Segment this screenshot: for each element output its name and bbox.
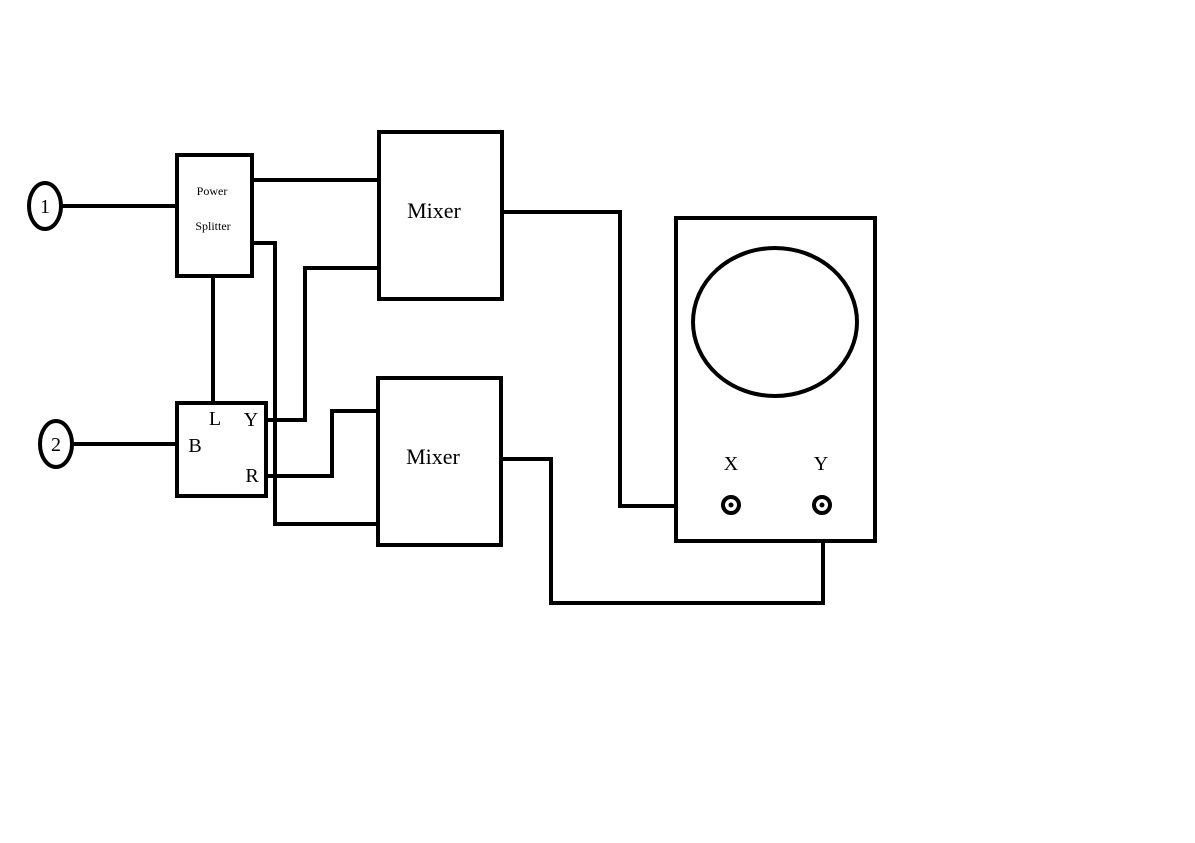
scope-x-connector <box>721 495 741 515</box>
scope-y-label: Y <box>814 453 828 475</box>
oscilloscope-screen <box>691 246 859 398</box>
hybrid-port-l-label: L <box>209 408 221 430</box>
wire-hybrid-y-to-top-mixer <box>264 266 383 422</box>
input-1-label: 1 <box>40 196 50 218</box>
mixer-top: Mixer <box>377 130 504 301</box>
input-terminal-2: 2 <box>38 419 74 469</box>
power-splitter-label-line1: Power <box>197 184 228 198</box>
wire-hybrid-r-to-bottom-mixer <box>264 409 384 478</box>
mixer-top-label: Mixer <box>407 198 461 223</box>
power-splitter-label-line2: Splitter <box>195 219 230 233</box>
wire-bottom-mixer-to-scope-y <box>500 457 825 605</box>
scope-x-label: X <box>724 453 739 475</box>
hybrid-coupler: B L Y R <box>175 401 268 498</box>
mixer-bottom: Mixer <box>376 376 503 547</box>
hybrid-port-y-label: Y <box>244 409 258 431</box>
scope-y-connector <box>812 495 832 515</box>
hybrid-port-r-label: R <box>245 465 259 487</box>
power-splitter: Power Splitter <box>175 153 254 278</box>
wire-splitter-to-bottom-mixer <box>250 241 381 526</box>
mixer-bottom-label: Mixer <box>406 444 460 469</box>
hybrid-port-b-label: B <box>188 435 201 457</box>
input-2-label: 2 <box>51 434 61 456</box>
oscilloscope: X Y <box>674 216 877 543</box>
input-terminal-1: 1 <box>27 181 63 231</box>
